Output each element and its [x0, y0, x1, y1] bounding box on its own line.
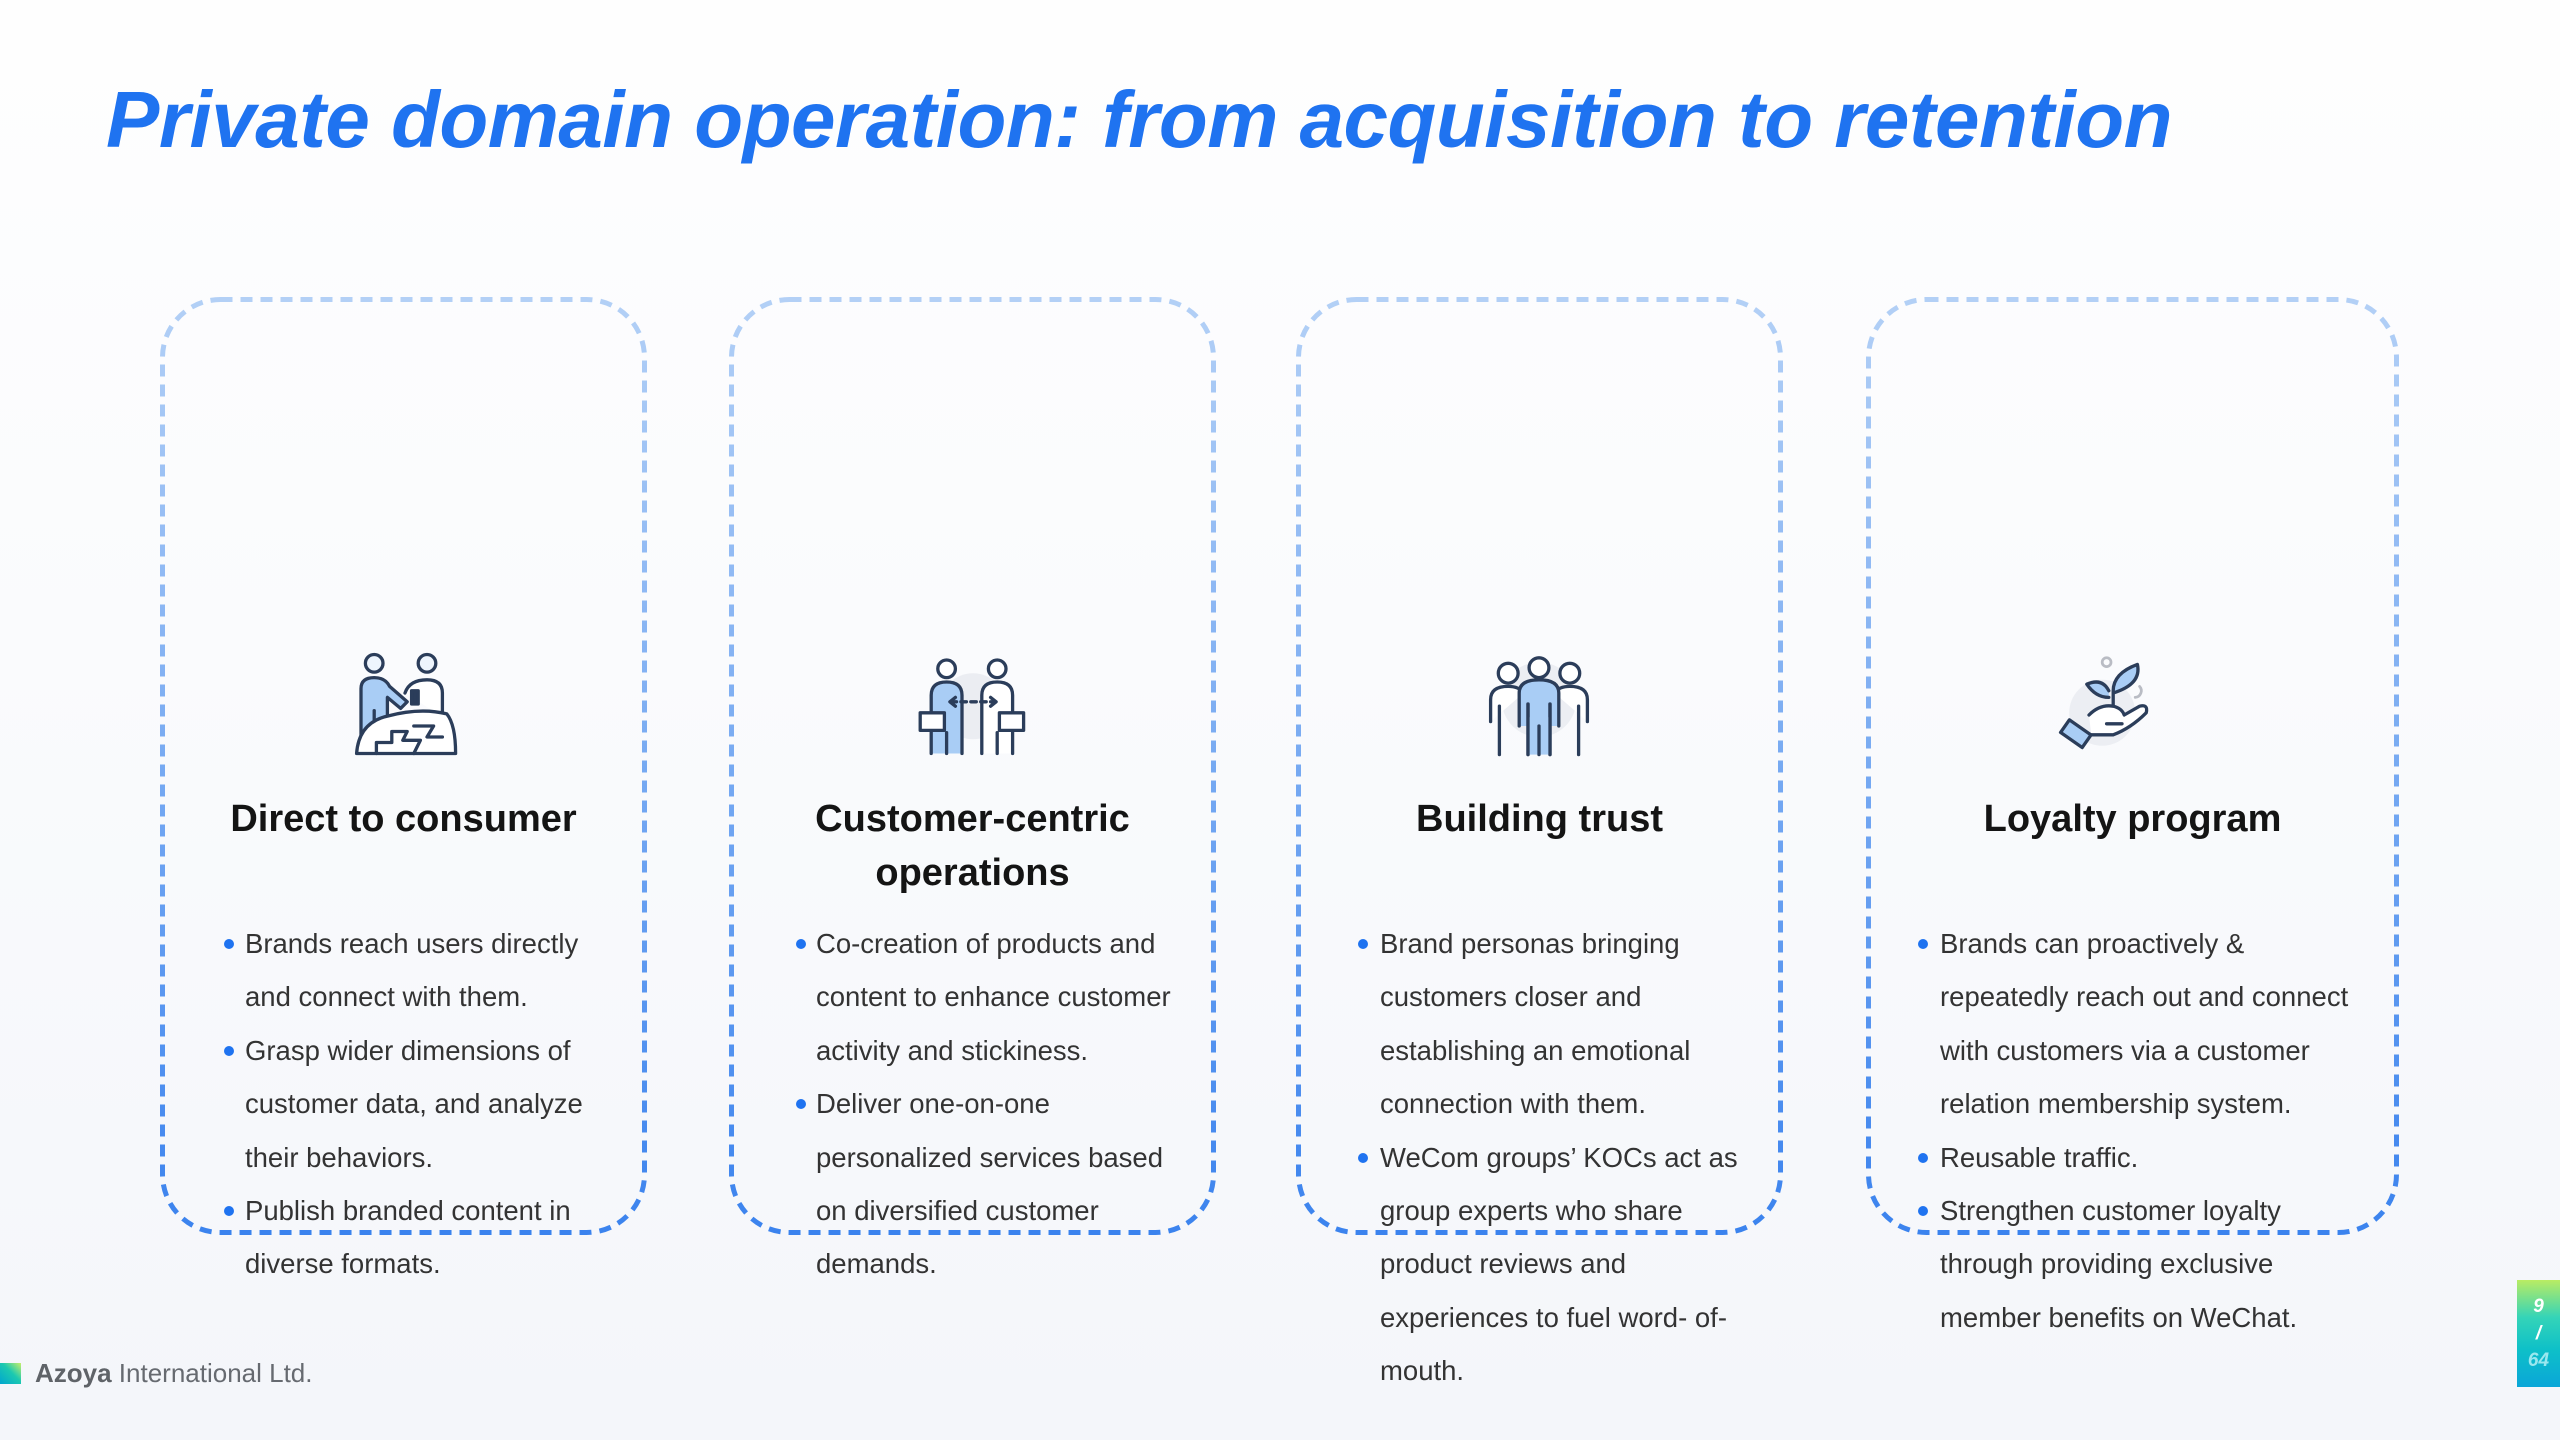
card-dashed-border: [1866, 297, 2399, 1235]
list-item: Publish branded content in diverse forma…: [224, 1184, 625, 1291]
bullet-text: WeCom groups’ KOCs act as group experts …: [1380, 1141, 1738, 1387]
company-name-bold: Azoya: [35, 1357, 112, 1388]
card-dashed-border: [160, 297, 647, 1235]
company-logo-icon: [0, 1362, 21, 1384]
bullet-dot-icon: [224, 1045, 234, 1056]
card-heading: Customer-centric operations: [815, 798, 1130, 894]
bullet-dot-icon: [224, 1206, 234, 1217]
list-item: Grasp wider dimensions of customer data,…: [224, 1024, 625, 1184]
bullet-text: Brand personas bringing customers closer…: [1380, 928, 1691, 1120]
card-direct-to-consumer: Direct to consumer Brands reach users di…: [160, 297, 647, 1279]
handshake-people-puzzle-icon: [354, 652, 458, 756]
card-heading: Building trust: [1416, 798, 1663, 840]
bullet-dot-icon: [1918, 1206, 1928, 1217]
list-item: Reusable traffic.: [1918, 1131, 2380, 1184]
bullet-list: Brands reach users directly and connect …: [224, 917, 625, 1291]
company-name: Azoya International Ltd.: [35, 1358, 313, 1389]
total-pages: 64: [2527, 1350, 2550, 1371]
bullet-text: Deliver one-on-one personalized services…: [816, 1088, 1163, 1280]
bullet-text: Brands can proactively & repeatedly reac…: [1940, 928, 2349, 1120]
company-name-rest: International Ltd.: [111, 1357, 313, 1388]
list-item: Co-creation of products and content to e…: [796, 917, 1196, 1077]
current-page: 9: [2533, 1296, 2544, 1317]
slide-title: Private domain operation: from acquisiti…: [106, 75, 2173, 164]
list-item: Brands can proactively & repeatedly reac…: [1918, 917, 2380, 1131]
two-people-exchange-icon: [918, 658, 1026, 756]
list-item: Brands reach users directly and connect …: [224, 917, 625, 1024]
bullet-list: Brands can proactively & repeatedly reac…: [1918, 917, 2380, 1344]
card-heading: Direct to consumer: [230, 798, 577, 840]
card-dashed-border: [1296, 297, 1783, 1235]
group-of-people-icon: [1488, 656, 1590, 757]
bullet-dot-icon: [1918, 939, 1928, 949]
bullet-text: Grasp wider dimensions of customer data,…: [245, 1034, 583, 1173]
page-separator: /: [2535, 1323, 2542, 1344]
card-loyalty-program: Loyalty program Brands can proactively &…: [1866, 297, 2399, 1333]
bullet-text: Reusable traffic.: [1940, 1141, 2139, 1173]
card-building-trust: Building trust Brand personas bringing c…: [1296, 297, 1783, 1386]
card-customer-centric-operations: Customer-centric operations Co-creation …: [729, 297, 1216, 1279]
bullet-text: Publish branded content in diverse forma…: [245, 1195, 571, 1280]
bullet-list: Brand personas bringing customers closer…: [1358, 917, 1765, 1398]
bullet-dot-icon: [796, 1099, 806, 1110]
bullet-text: Strengthen customer loyalty through prov…: [1940, 1195, 2298, 1333]
page-indicator: 9 / 64: [2517, 1280, 2560, 1387]
bullet-dot-icon: [224, 939, 234, 949]
list-item: Deliver one-on-one personalized services…: [796, 1077, 1196, 1291]
bullet-list: Co-creation of products and content to e…: [796, 917, 1196, 1291]
bullet-dot-icon: [1918, 1152, 1928, 1163]
bullet-dot-icon: [796, 939, 806, 949]
list-item: WeCom groups’ KOCs act as group experts …: [1358, 1131, 1765, 1398]
bullet-text: Co-creation of products and content to e…: [816, 928, 1171, 1066]
bullet-dot-icon: [1358, 1152, 1368, 1163]
card-dashed-border: [729, 297, 1216, 1235]
hand-holding-plant-icon: [2058, 656, 2149, 750]
bullet-dot-icon: [1358, 939, 1368, 949]
footer: Azoya International Ltd.: [0, 1356, 313, 1390]
list-item: Brand personas bringing customers closer…: [1358, 917, 1765, 1131]
list-item: Strengthen customer loyalty through prov…: [1918, 1184, 2380, 1344]
card-heading: Loyalty program: [1983, 798, 2282, 840]
bullet-text: Brands reach users directly and connect …: [245, 928, 579, 1013]
